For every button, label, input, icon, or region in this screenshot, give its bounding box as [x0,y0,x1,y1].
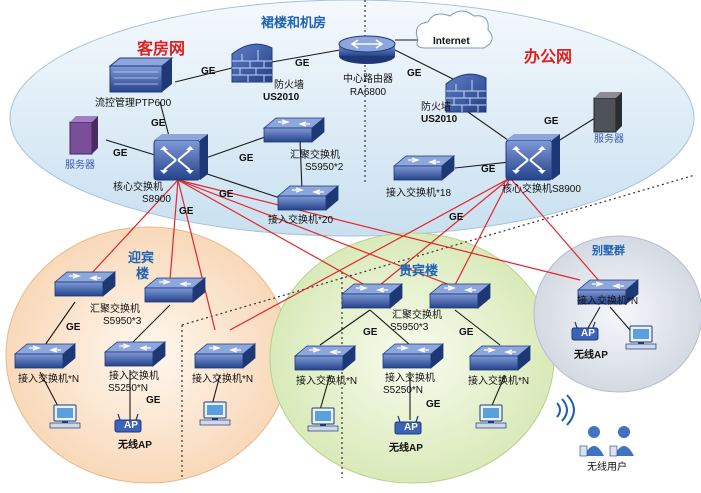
switch-icon [277,185,339,211]
ap-w-label: 无线AP [118,440,152,451]
link-label-ge: GE [363,327,378,338]
link-label-ge: GE [146,395,161,406]
access-w2-label: 接入交换机 [109,371,159,382]
access-20-label: 接入交换机*20 [268,215,334,226]
router-label: 中心路由器 [343,74,393,85]
core-left-model: S8900 [142,194,171,205]
core-right-label: 核心交换机S8900 [502,184,581,195]
link-label-ge: GE [295,58,310,69]
agg-welcome-model: S5950*3 [103,316,142,327]
access-v2-label: 接入交换机 [385,373,435,384]
agg-vip-model: S5950*3 [390,322,429,333]
server-icon [593,92,622,133]
black-links [39,39,631,420]
zone-title-villa: 别墅群 [592,245,625,257]
link-label-ge: GE [481,164,496,175]
zone-title-welcome-2: 楼 [136,266,150,281]
zone-title-office: 办公网 [524,49,573,66]
server-left-label: 服务器 [65,160,95,171]
zone-villa-ellipse [533,235,701,393]
access-v3-label: 接入交换机*N [468,376,530,387]
user-icon [609,426,634,457]
ap-v-label: 无线AP [389,443,423,454]
link-label-ge: GE [201,66,216,77]
core-left-label: 核心交换机 [113,182,163,193]
access-mid-label: 接入交换机*N [192,374,254,385]
firewall-right-model: US2010 [421,114,458,125]
pc-icon [307,407,339,432]
link-label-ge: GE [426,399,441,410]
red-links [89,177,601,331]
firewall-left-model: US2010 [263,92,300,103]
switch-icon [194,343,256,369]
switch-icon [382,343,444,369]
agg-top-label: 汇聚交换机 [290,150,340,161]
switch-icon [393,155,455,181]
switch-icon [505,133,561,181]
firewall-icon [445,73,487,113]
zone-title-guest: 客房网 [137,41,186,58]
firewall-right-label: 防火墙 [421,102,451,113]
flow-control-label: 流控管理PTP600 [95,98,172,109]
agg-vip-label: 汇聚交换机 [392,310,442,321]
switch-icon [144,277,206,303]
switch-icon [429,283,491,309]
zone-title-welcome: 迎宾 [128,250,155,265]
access-18-label: 接入交换机*18 [386,188,452,199]
switch-icon [54,271,116,297]
divider-diagonal [181,174,696,326]
wireless-users-label: 无线用户 [587,462,627,473]
link-label-ge: GE [151,118,166,129]
zone-title-vip: 贵宾楼 [399,263,439,278]
pc-icon [199,401,231,426]
switch-icon [469,345,531,371]
firewall-left-label: 防火墙 [274,80,304,91]
router-icon [338,35,396,64]
switch-icon [341,283,403,309]
zone-title-podium: 裙楼和机房 [261,15,327,30]
switch-icon [263,117,325,143]
firewall-icon [231,43,273,83]
pc-icon [475,404,507,429]
link-label-ge: GE [179,206,194,217]
switch-icon [14,343,76,369]
link-label-ge: GE [219,189,234,200]
access-v1-label: 接入交换机*N [296,376,358,387]
link-label-ge: GE [407,68,422,79]
link-label-ge: GE [544,116,559,127]
link-label-ge: GE [113,148,128,159]
access-v2-model: S5250*N [383,385,424,396]
link-label-ge: GE [459,327,474,338]
router-model: RA6800 [349,87,387,98]
server-right-label: 服务器 [594,134,624,145]
ap-villa-label: 无线AP [574,350,608,361]
wifi-icon [556,394,575,426]
ap-badge: AP [124,420,138,431]
link-label-ge: GE [449,212,464,223]
ap-badge: AP [581,328,595,339]
switch-icon [294,345,356,371]
pc-icon [49,404,81,429]
access-villa-label: 接入交换机*N [577,296,639,307]
agg-top-model: S5950*2 [305,162,344,173]
access-w1-label: 接入交换机*N [18,374,80,385]
switch-icon [104,341,166,367]
access-w2-model: S5250*N [108,383,149,394]
agg-welcome-label: 汇聚交换机 [90,304,140,315]
flow-control-icon [108,57,174,93]
pc-icon [625,325,657,350]
user-icon [579,426,604,457]
internet-label: Internet [433,36,470,47]
cloud-icon [415,10,493,49]
server-icon [69,116,98,155]
link-label-ge: GE [66,322,81,333]
ap-badge: AP [404,422,418,433]
link-label-ge: GE [239,153,254,164]
switch-icon [153,133,209,181]
